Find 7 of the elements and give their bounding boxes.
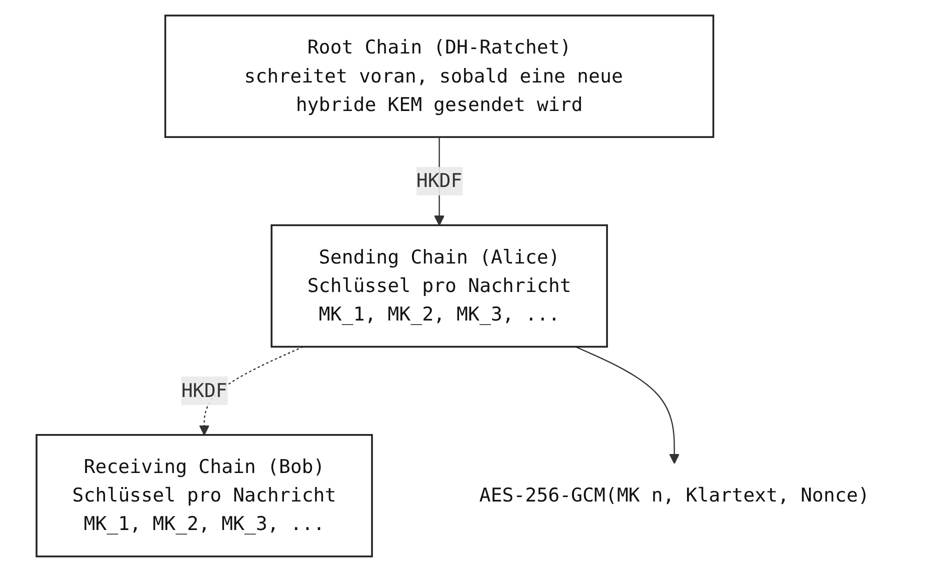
- arrow: [575, 346, 680, 464]
- edge-label: HKDF: [416, 169, 462, 192]
- node-text: AES-256-GCM(MK n, Klartext, Nonce): [479, 484, 870, 506]
- node-box: Root Chain (DH-Ratchet) schreitet voran, sobald eine neue hybride KEM gesendet wird: [164, 14, 714, 138]
- node-box: Receiving Chain (Bob) Schlüssel pro Nachricht MK_1, MK_2, MK_3, ...: [36, 434, 374, 558]
- node-box: Sending Chain (Alice) Schlüssel pro Nachricht MK_1, MK_2, MK_3, ...: [270, 224, 608, 348]
- edge-label: HKDF: [181, 378, 228, 402]
